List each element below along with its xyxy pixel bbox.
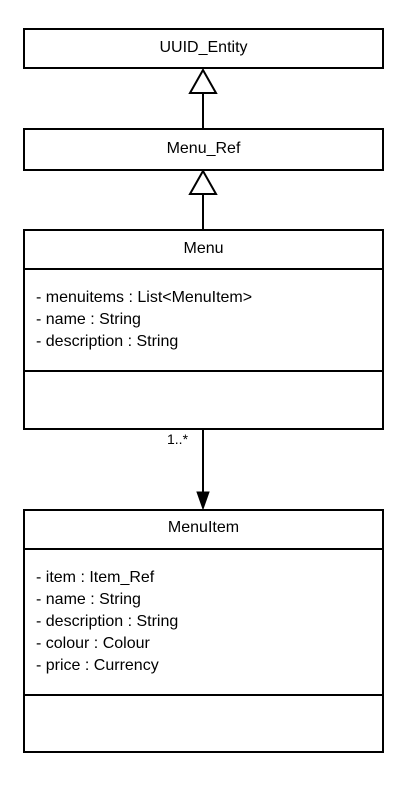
generalization-arrowhead-menuref (188, 168, 218, 195)
attribute: - name : String (36, 311, 141, 328)
attribute: - colour : Colour (36, 635, 150, 652)
attribute: - price : Currency (36, 657, 159, 674)
attribute: - description : String (36, 333, 179, 350)
class-menuitem-attributes: - item : Item_Ref - name : String - desc… (36, 567, 178, 677)
class-menu-operations-divider (25, 370, 382, 372)
attribute: - description : String (36, 613, 179, 630)
attribute: - name : String (36, 591, 141, 608)
association-arrowhead-menuitem (196, 491, 210, 511)
class-menuitem-name-divider (25, 548, 382, 550)
class-menu[interactable]: Menu - menuitems : List<MenuItem> - name… (23, 229, 384, 430)
class-menuitem-operations-divider (25, 694, 382, 696)
class-name-menu: Menu (183, 240, 224, 257)
class-menu-attributes: - menuitems : List<MenuItem> - name : St… (36, 287, 252, 353)
class-uuid-entity[interactable]: UUID_Entity (23, 28, 384, 69)
class-name-uuid-entity: UUID_Entity (159, 39, 248, 56)
class-menuitem[interactable]: MenuItem - item : Item_Ref - name : Stri… (23, 509, 384, 753)
generalization-arrowhead-uuid (188, 67, 218, 94)
multiplicity-label: 1..* (167, 431, 189, 447)
attribute: - menuitems : List<MenuItem> (36, 289, 253, 306)
attribute: - item : Item_Ref (36, 569, 155, 586)
class-name-menu-ref: Menu_Ref (166, 140, 241, 157)
class-menu-ref[interactable]: Menu_Ref (23, 128, 384, 171)
class-menu-name-divider (25, 268, 382, 270)
class-name-menuitem: MenuItem (167, 519, 240, 536)
